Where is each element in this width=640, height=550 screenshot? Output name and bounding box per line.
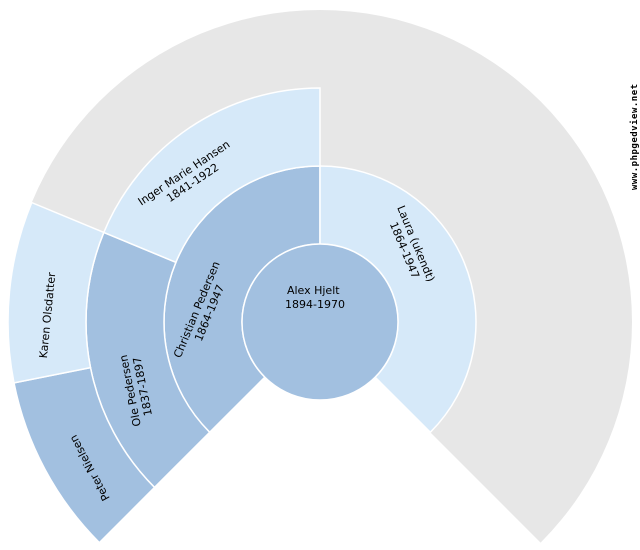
watermark-text: www.phpgedview.net (629, 83, 640, 190)
root-person-label: Alex Hjelt 1894-1970 (285, 284, 345, 311)
root-person-name: Alex Hjelt (287, 284, 340, 297)
sector-paternal-great-grandmother[interactable] (7, 201, 105, 384)
root-person-dates: 1894-1970 (285, 298, 345, 311)
sector-paternal-grandmother[interactable] (102, 87, 321, 264)
sector-root-person[interactable] (241, 243, 399, 401)
